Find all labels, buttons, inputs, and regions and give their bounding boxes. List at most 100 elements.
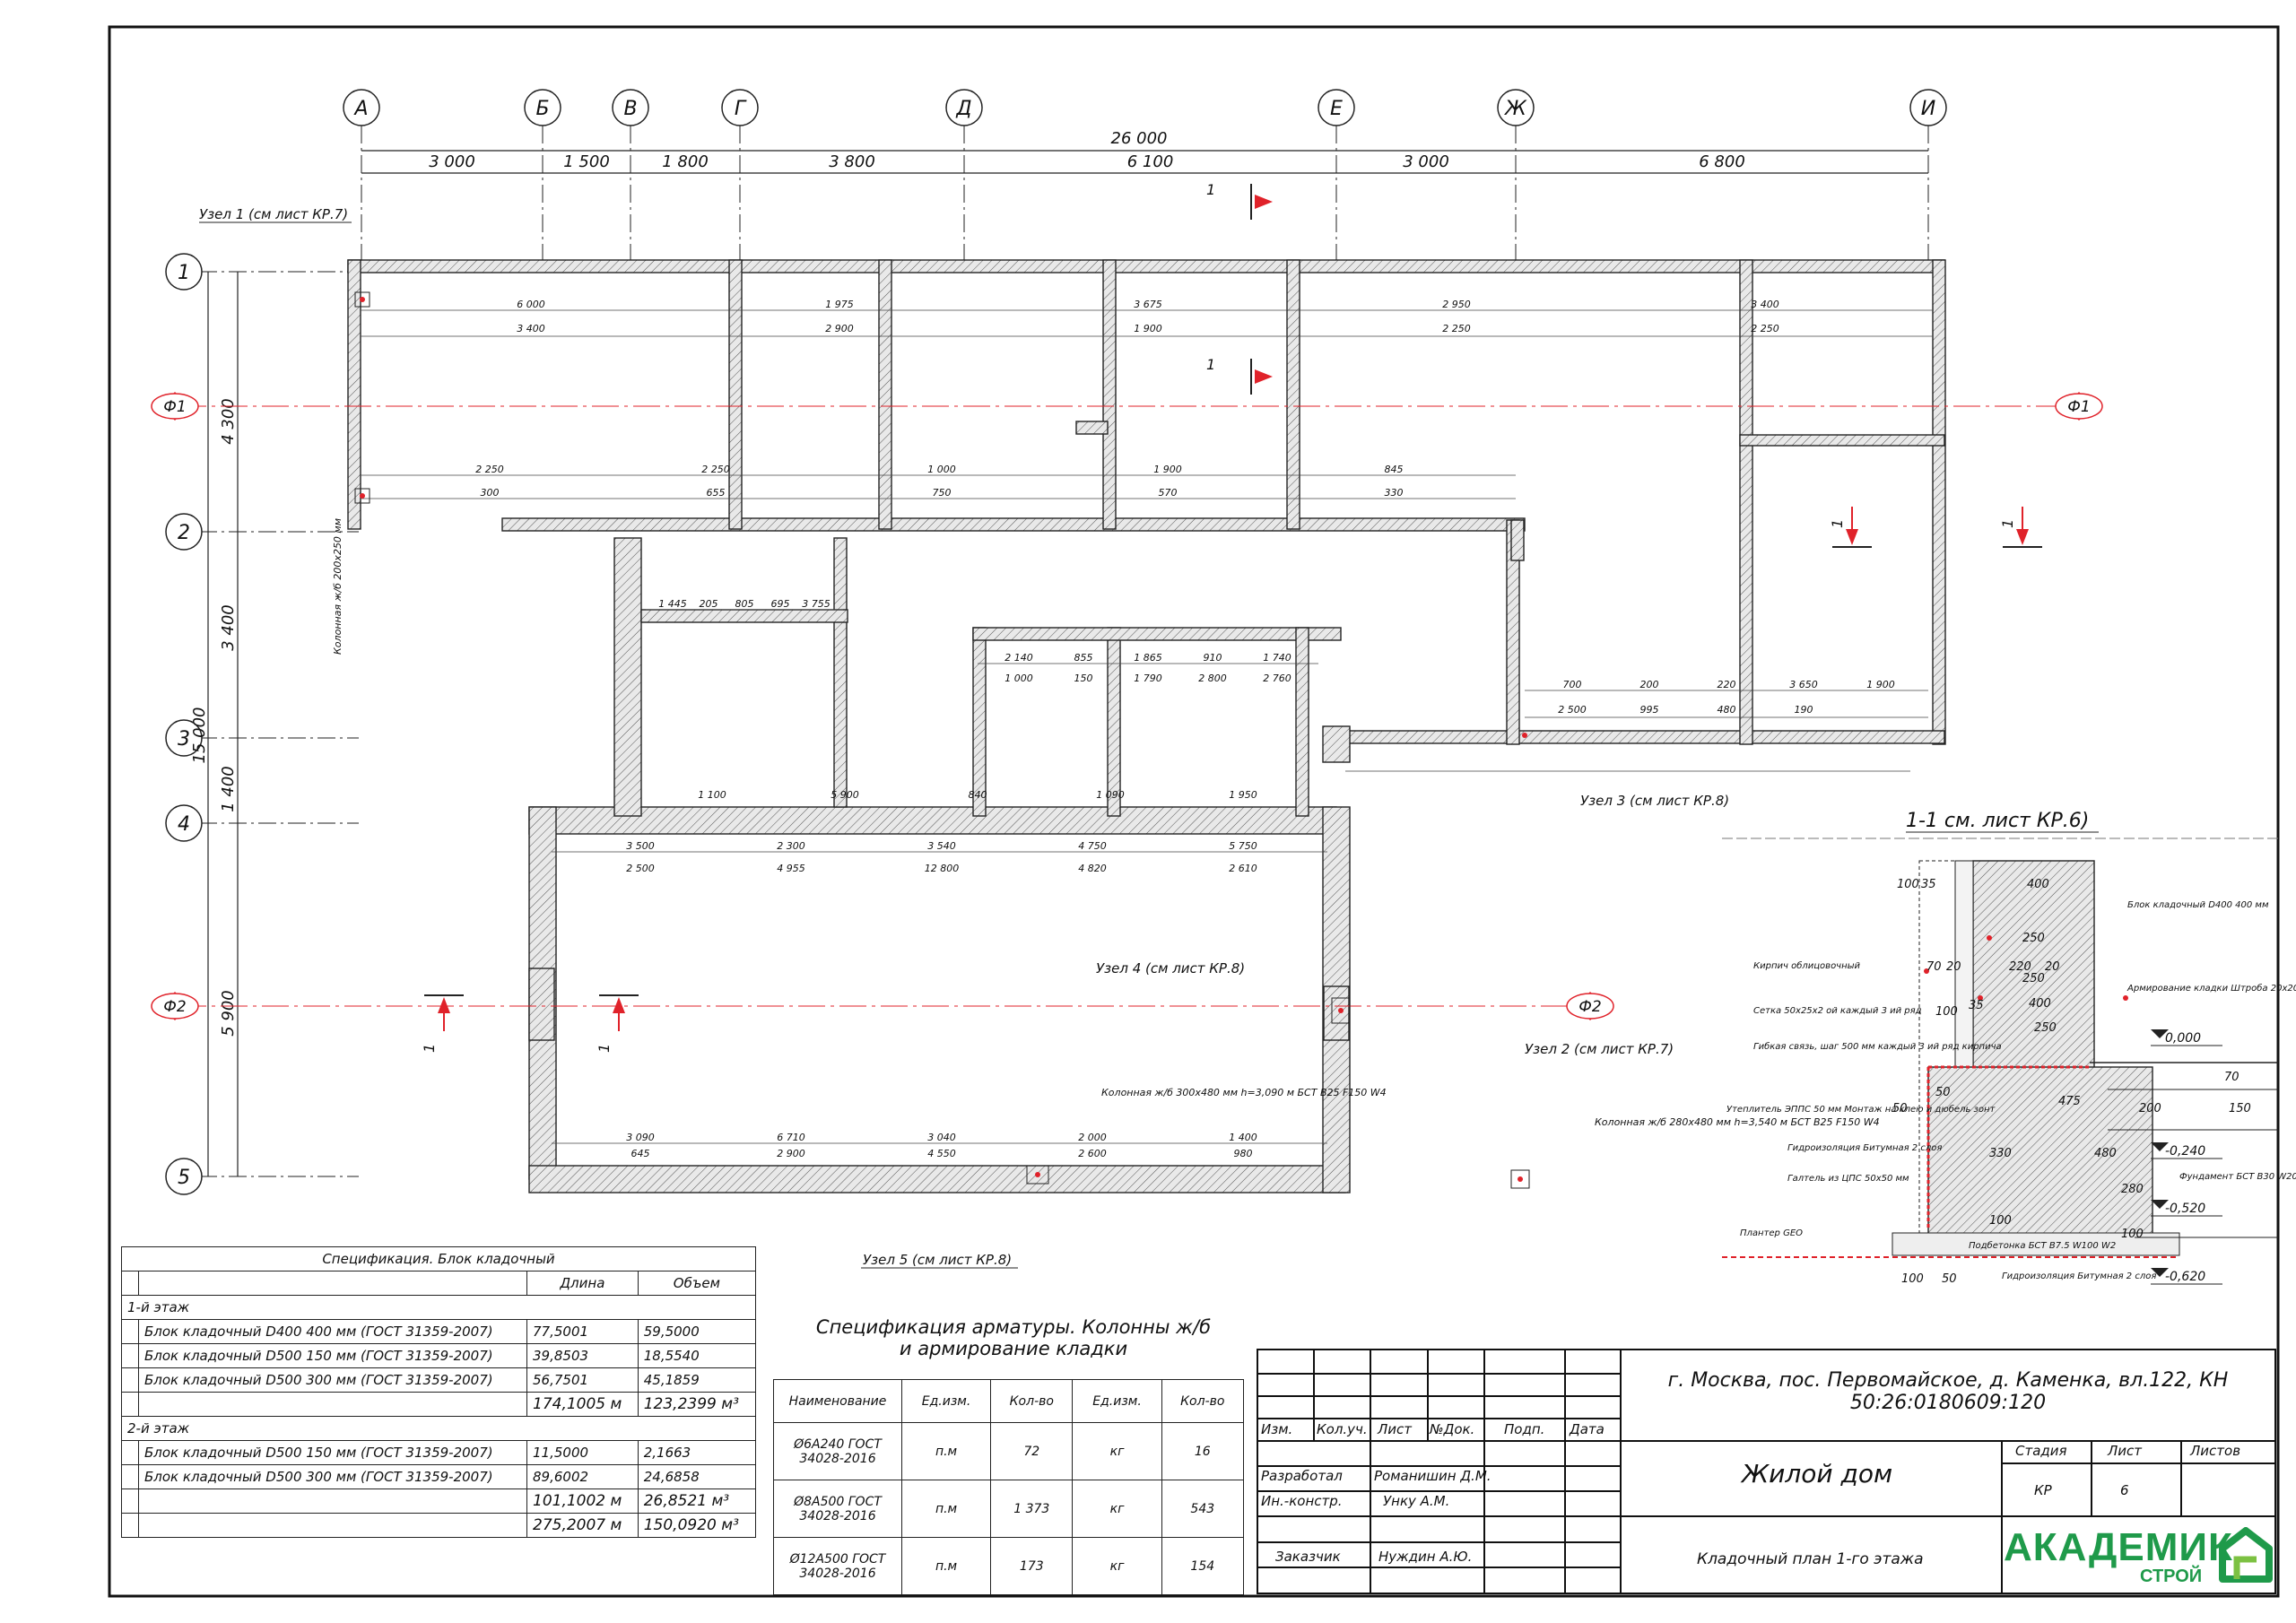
spec-arm-table: Наименование Ед.изм. Кол-во Ед.изм. Кол-… bbox=[773, 1379, 1245, 1595]
section-dimension: 150 bbox=[2229, 1102, 2251, 1115]
top-span-label: 3 000 bbox=[429, 152, 475, 171]
plan-dimension: 700 bbox=[1563, 679, 1582, 690]
left-span-3: 1 400 bbox=[219, 766, 238, 812]
section-dimension: 480 bbox=[2094, 1147, 2117, 1160]
plan-dimension: 3 540 bbox=[927, 840, 956, 852]
left-span-2: 3 400 bbox=[219, 604, 238, 651]
table-cell: 24,6858 bbox=[637, 1464, 757, 1489]
facade-marker: Ф1 bbox=[2055, 392, 2103, 421]
plan-dimension: 2 250 bbox=[475, 464, 504, 475]
section-detail: 1-1 см. лист КР.6) bbox=[1722, 810, 2278, 1258]
spec-arm-h-qty1: Кол-во bbox=[990, 1379, 1074, 1423]
plan-dimension: 1 090 bbox=[1096, 789, 1125, 801]
plan-walls bbox=[347, 259, 1946, 1193]
overall-width-label: 26 000 bbox=[1111, 129, 1168, 148]
table-cell: кг bbox=[1072, 1537, 1162, 1595]
facade-marker: Ф2 bbox=[1566, 992, 1614, 1020]
section-dimension: 50 bbox=[1892, 1102, 1908, 1115]
section-dimension: 250 bbox=[2022, 932, 2045, 945]
axis-letter-1: Б bbox=[524, 89, 561, 269]
table-cell: Ø12А500 ГОСТ 34028-2016 bbox=[773, 1537, 902, 1595]
axis-letter-6: Ж bbox=[1497, 89, 1535, 269]
table-cell: 72 bbox=[990, 1422, 1074, 1480]
table-cell: 89,6002 bbox=[526, 1464, 639, 1489]
table-cell: 77,5001 bbox=[526, 1319, 639, 1344]
axis-number-label: 3 bbox=[178, 728, 190, 751]
level-label: -0,520 bbox=[2165, 1202, 2205, 1216]
plan-dimension: 4 820 bbox=[1078, 863, 1107, 874]
plan-dimension: 2 900 bbox=[825, 323, 854, 334]
plan-dimension: 2 250 bbox=[1751, 323, 1779, 334]
axis-letter-label: Д bbox=[955, 98, 971, 120]
section-dimension: 100 bbox=[1989, 1214, 2012, 1228]
stamp-h-stage: Стадия bbox=[2015, 1443, 2067, 1459]
plan-dimension: 6 000 bbox=[517, 299, 545, 310]
axis-number-1: 2 bbox=[165, 513, 359, 551]
plan-dimension: 2 500 bbox=[1558, 704, 1587, 716]
spec-block-floor2: 2-й этаж bbox=[121, 1416, 756, 1441]
section-note: Гидроизоляция Битумная 2 слоя bbox=[2002, 1271, 2156, 1281]
left-total: 15 000 bbox=[190, 707, 209, 764]
section-cut-mark: 1 bbox=[1999, 507, 2042, 548]
section-dimension: 50 bbox=[1935, 1086, 1951, 1099]
plan-dimension: 2 760 bbox=[1263, 673, 1292, 684]
plan-dimension: 2 250 bbox=[1442, 323, 1471, 334]
plan-dimension: 845 bbox=[1385, 464, 1404, 475]
section-cut-mark: 1 bbox=[421, 994, 464, 1053]
section-dimension: 35 bbox=[1969, 999, 1984, 1012]
spec-block-floor1: 1-й этаж bbox=[121, 1295, 756, 1320]
axis-number-label: 2 bbox=[178, 522, 190, 544]
spec-arm-h-qty2: Кол-во bbox=[1161, 1379, 1245, 1423]
section-cut-label: 1 bbox=[1206, 181, 1215, 198]
level-mark: -0,520 bbox=[2151, 1200, 2222, 1217]
axis-letter-label: Е bbox=[1330, 98, 1343, 120]
plan-dimension: 330 bbox=[1385, 487, 1404, 499]
left-span-1: 4 300 bbox=[219, 398, 238, 445]
plan-dimension: 3 755 bbox=[802, 598, 831, 610]
plan-dimension: 4 550 bbox=[927, 1148, 956, 1159]
stamp-h-list: Лист bbox=[1378, 1421, 1413, 1437]
section-dimension: 250 bbox=[2022, 972, 2045, 985]
facade-marker-label: Ф1 bbox=[163, 398, 186, 416]
plan-dimension: 3 400 bbox=[1751, 299, 1779, 310]
spec-block-table: Спецификация. Блок кладочный Длина Объем… bbox=[121, 1246, 757, 1538]
table-cell: 39,8503 bbox=[526, 1343, 639, 1368]
section-dimension: 100 bbox=[1897, 878, 1919, 891]
section-note: Плантер GEO bbox=[1740, 1228, 1803, 1238]
plan-dimension: 12 800 bbox=[925, 863, 960, 874]
spec-block-title: Спецификация. Блок кладочный bbox=[121, 1246, 756, 1271]
facade-marker-label: Ф1 bbox=[2067, 398, 2090, 416]
section-dimension: 70 bbox=[2224, 1071, 2239, 1084]
plan-dimension: 1 740 bbox=[1263, 652, 1292, 664]
plan-dimension: 1 100 bbox=[698, 789, 726, 801]
axis-number-label: 5 bbox=[178, 1167, 190, 1189]
section-dimension: 400 bbox=[2027, 878, 2049, 891]
plan-dimension: 2 300 bbox=[777, 840, 805, 852]
table-cell: кг bbox=[1072, 1422, 1162, 1480]
section-dimension: 220 bbox=[2009, 960, 2031, 974]
section-dimension: 200 bbox=[2139, 1102, 2161, 1115]
facade-marker: Ф2 bbox=[151, 992, 199, 1020]
top-span-label: 1 800 bbox=[662, 152, 709, 171]
plan-dimension: 1 445 bbox=[658, 598, 687, 610]
facade-marker-label: Ф2 bbox=[1578, 998, 1601, 1016]
section-dimension: 70 bbox=[1926, 960, 1942, 974]
floor2-total-volume: 26,8521 м³ bbox=[637, 1488, 757, 1514]
section-dimension: 35 bbox=[1921, 878, 1936, 891]
table-cell: 1 373 bbox=[990, 1480, 1074, 1538]
inner-dimension-lines bbox=[361, 309, 1933, 1144]
plan-dimension: 3 500 bbox=[626, 840, 655, 852]
spec-arm-title: Спецификация арматуры. Колонны ж/б и арм… bbox=[789, 1316, 1238, 1359]
title-block: г. Москва, пос. Первомайское, д. Каменка… bbox=[1257, 1350, 2275, 1593]
stamp-h-podp: Подп. bbox=[1504, 1421, 1545, 1437]
table-cell: 154 bbox=[1161, 1537, 1245, 1595]
level-label: -0,240 bbox=[2165, 1144, 2205, 1159]
plan-dimension: 1 950 bbox=[1229, 789, 1257, 801]
title-block-grid bbox=[1257, 1349, 2276, 1594]
